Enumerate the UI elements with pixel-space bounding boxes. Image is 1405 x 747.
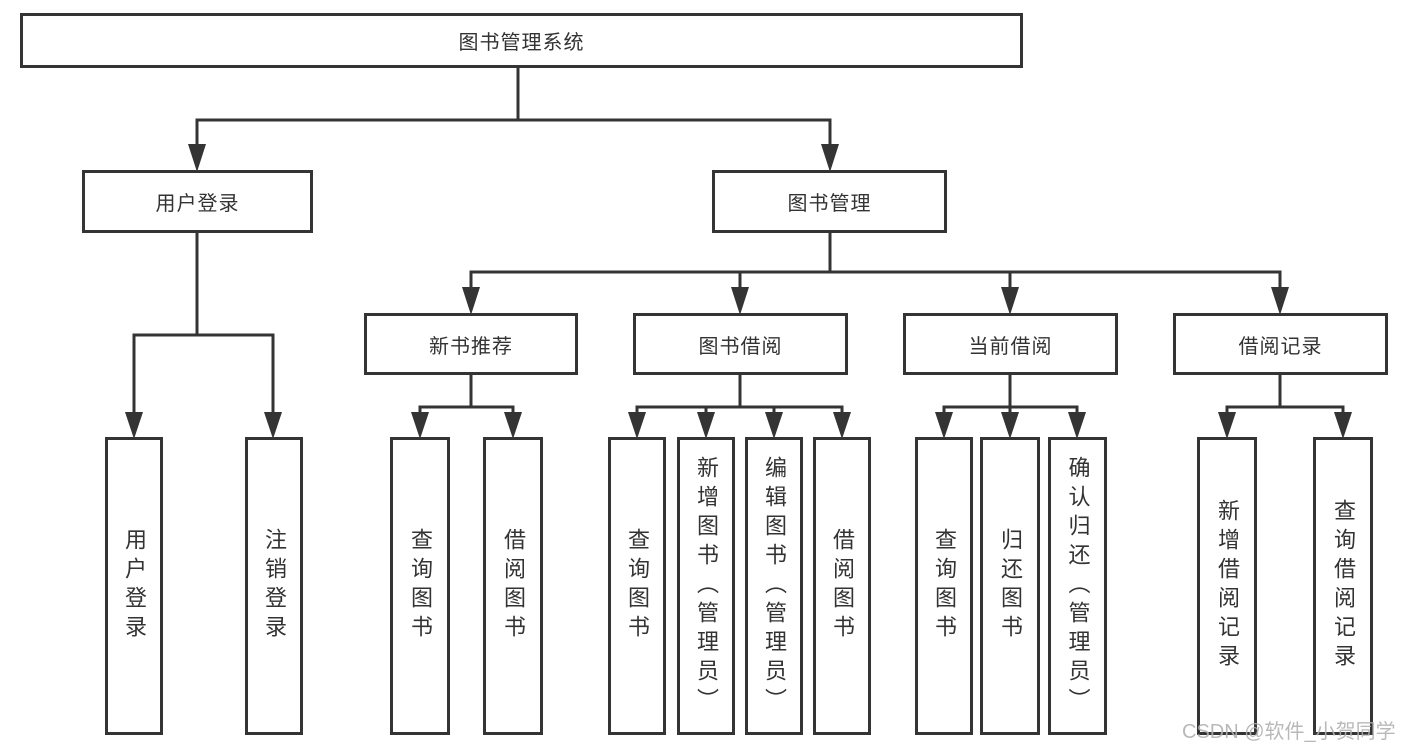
leaf-label: 借阅图书 xyxy=(501,528,526,644)
leaf-add-borrow-record: 新增借阅记录 xyxy=(1197,437,1257,735)
leaf-user-login: 用户登录 xyxy=(105,437,163,735)
leaf-add-book-admin: 新增图书（管理员） xyxy=(677,437,735,735)
leaf-return-books: 归还图书 xyxy=(980,437,1040,735)
leaf-label: 确认归还（管理员） xyxy=(1065,455,1091,717)
leaf-logout: 注销登录 xyxy=(245,437,303,735)
leaf-label: 查询图书 xyxy=(932,528,957,644)
connector-currentborrow-to-leaves xyxy=(942,375,1079,413)
node-label: 用户登录 xyxy=(155,193,240,215)
connector-bookborrow-to-leaves xyxy=(635,375,844,413)
leaf-borrow-books-recommend: 借阅图书 xyxy=(483,437,543,735)
connector-newbook-to-leaves xyxy=(418,375,515,413)
leaf-query-books-recommend: 查询图书 xyxy=(390,437,450,735)
arrowheads xyxy=(125,144,1352,439)
node-book-borrow: 图书借阅 xyxy=(633,313,848,375)
leaf-query-books-borrow: 查询图书 xyxy=(608,437,666,735)
node-label: 当前借阅 xyxy=(968,335,1053,358)
node-label: 新书推荐 xyxy=(429,335,513,358)
leaf-borrow-books: 借阅图书 xyxy=(813,437,871,735)
leaf-label: 用户登录 xyxy=(122,528,147,644)
watermark: CSDN @软件_小贺同学 xyxy=(1182,721,1396,743)
leaf-query-books-current: 查询图书 xyxy=(915,437,973,735)
node-label: 图书管理 xyxy=(787,193,872,215)
leaf-label: 编辑图书（管理员） xyxy=(762,455,787,717)
connector-borrowrecords-to-leaves xyxy=(1225,375,1345,413)
leaf-edit-book-admin: 编辑图书（管理员） xyxy=(745,437,803,735)
connector-bookmgmt-to-level3 xyxy=(469,233,1282,288)
leaf-label: 查询图书 xyxy=(408,528,433,644)
node-root: 图书管理系统 xyxy=(20,13,1023,68)
leaf-label: 注销登录 xyxy=(262,528,287,644)
leaf-label: 查询借阅记录 xyxy=(1331,499,1356,673)
node-book-management: 图书管理 xyxy=(712,170,947,233)
node-label: 图书管理系统 xyxy=(458,32,585,54)
node-label: 借阅记录 xyxy=(1238,335,1323,358)
leaf-label: 新增借阅记录 xyxy=(1215,499,1240,673)
leaf-label: 新增图书（管理员） xyxy=(694,455,719,717)
node-borrow-records: 借阅记录 xyxy=(1173,313,1388,375)
leaf-query-borrow-record: 查询借阅记录 xyxy=(1313,437,1373,735)
node-new-book-recommend: 新书推荐 xyxy=(364,313,578,375)
connector-root-to-level2 xyxy=(195,68,832,146)
node-label: 图书借阅 xyxy=(698,335,783,358)
leaf-label: 查询图书 xyxy=(625,528,650,644)
connector-userlogin-to-leaves xyxy=(132,233,275,413)
node-user-login: 用户登录 xyxy=(82,170,313,233)
leaf-label: 借阅图书 xyxy=(830,528,855,644)
leaf-confirm-return-admin: 确认归还（管理员） xyxy=(1048,437,1107,735)
node-current-borrow: 当前借阅 xyxy=(903,313,1118,375)
leaf-label: 归还图书 xyxy=(998,528,1023,644)
